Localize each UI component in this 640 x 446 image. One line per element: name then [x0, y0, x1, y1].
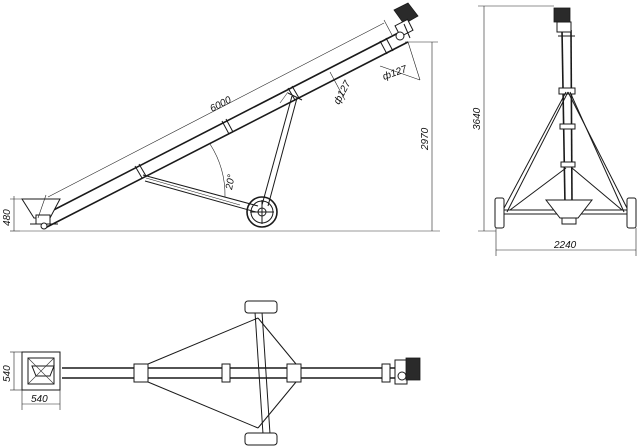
total-height-dim-label: 2970: [420, 127, 431, 151]
front-wheels: [494, 197, 637, 229]
diameter-dimension-1: ф127: [329, 71, 354, 106]
top-view: 540 540: [2, 300, 421, 446]
diameter-dim-1-label: ф127: [331, 78, 354, 106]
length-dimension: 6000: [37, 19, 393, 219]
top-drive-motor: [394, 357, 421, 385]
total-height-dimension: 2970: [405, 41, 438, 231]
front-width-dimension: 2240: [495, 228, 637, 256]
front-width-dim-label: 2240: [553, 240, 577, 251]
front-inlet-hopper: [544, 199, 594, 225]
front-drive-motor: [553, 7, 575, 37]
front-view: 3640 2240: [472, 5, 637, 256]
side-view: 6000 ф127 ф127 20° 480 29: [2, 2, 440, 232]
top-wheels: [244, 300, 278, 446]
drive-motor: [393, 2, 419, 41]
front-height-dim-label: 3640: [472, 107, 483, 130]
top-tube-joints: [133, 363, 391, 383]
top-hopper-length-dimension: 540: [21, 390, 61, 410]
diameter-dimension-2: ф127: [379, 41, 421, 83]
top-support-frame: [147, 311, 297, 435]
inlet-height-dimension: 480: [2, 196, 30, 232]
diameter-dim-2-label: ф127: [381, 63, 409, 83]
top-hopper-width-dim-label: 540: [2, 365, 13, 382]
top-hopper-width-dimension: 540: [2, 351, 22, 391]
angle-dim-label: 20°: [224, 174, 238, 192]
wheel: [246, 196, 278, 228]
length-dim-label: 6000: [208, 95, 233, 115]
inlet-hopper: [21, 198, 61, 230]
top-hopper-length-dim-label: 540: [31, 394, 48, 405]
support-frame: [142, 91, 303, 213]
front-height-dimension: 3640: [472, 5, 554, 232]
inlet-height-dim-label: 480: [2, 209, 13, 226]
angle-dimension: 20°: [145, 143, 241, 206]
tube-joints: [134, 37, 394, 179]
top-inlet-hopper: [21, 351, 61, 391]
